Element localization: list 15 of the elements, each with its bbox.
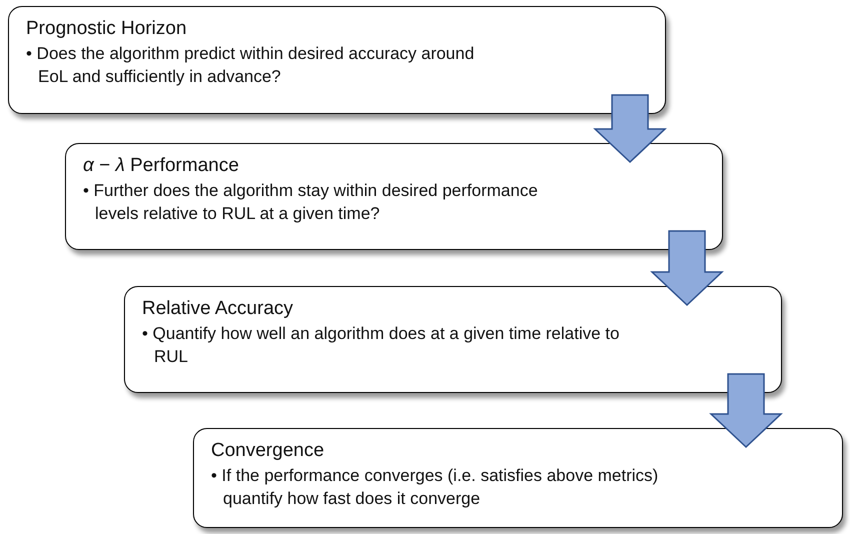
box-heading: α − λ Performance	[83, 154, 240, 177]
block-arrow	[650, 230, 724, 306]
bullet-text: • If the performance converges (i.e. satisfies above metrics) quantify how fast does it converge	[211, 465, 660, 510]
bullet-text: • Further does the algorithm stay within desired performance levels relative to RUL at a given time?	[83, 180, 539, 225]
process-box	[8, 6, 666, 114]
block-arrow	[709, 373, 783, 448]
bullet-text: • Does the algorithm predict within desired accuracy around EoL and sufficiently in advance?	[26, 43, 476, 88]
box-heading: Relative Accuracy	[142, 297, 294, 320]
process-box	[65, 143, 723, 250]
bullet-text: • Quantify how well an algorithm does at a given time relative to RUL	[142, 323, 620, 368]
box-heading: Convergence	[211, 439, 326, 462]
block-arrow	[593, 94, 667, 164]
process-box	[193, 428, 843, 528]
box-heading: Prognostic Horizon	[26, 17, 188, 40]
process-box	[124, 286, 782, 393]
